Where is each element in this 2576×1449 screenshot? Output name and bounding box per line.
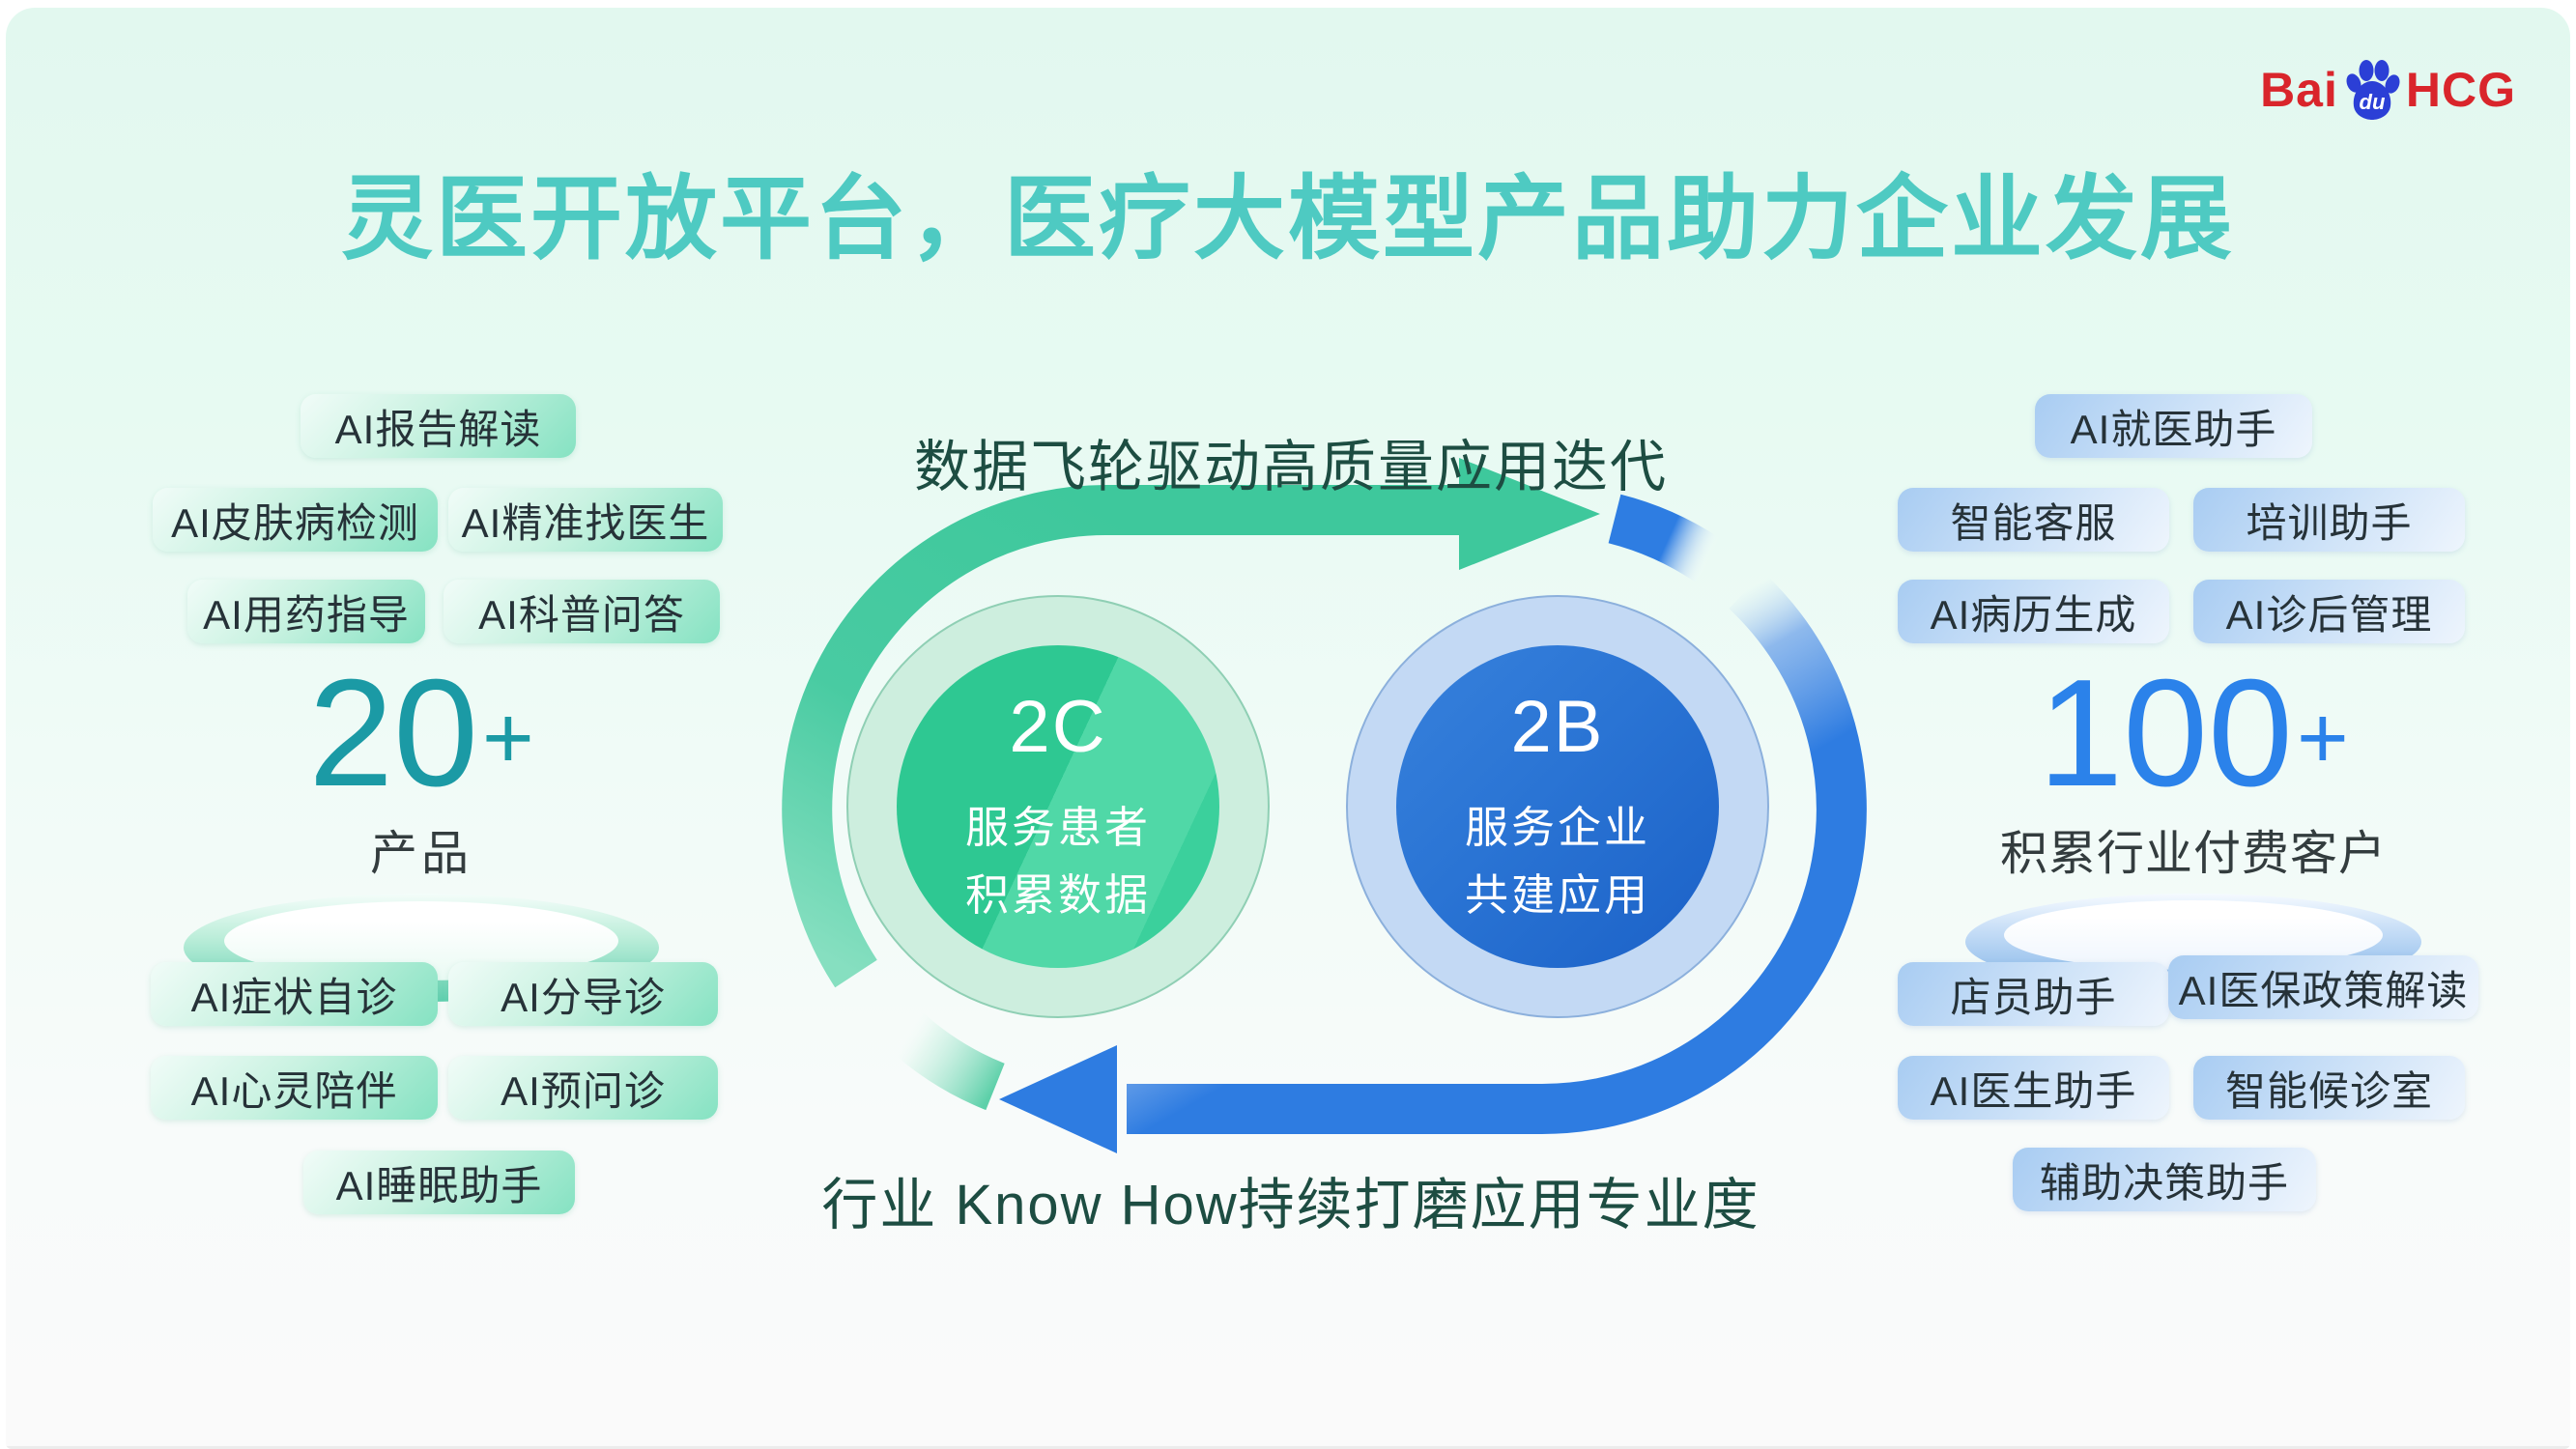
bottom-edge-divider <box>6 1446 2570 1449</box>
baidu-hcg-logo: Bai du HCG <box>2260 58 2516 122</box>
circle-2b-line2: 共建应用 <box>1464 869 1650 920</box>
product-tag: 智能客服 <box>1898 488 2169 552</box>
right-stat-plus: + <box>2296 689 2349 787</box>
product-tag: AI预问诊 <box>448 1056 718 1120</box>
product-tag: AI皮肤病检测 <box>153 488 438 552</box>
left-stat-label: 产品 <box>369 828 472 880</box>
flywheel-ring <box>782 458 1867 1153</box>
logo-hcg-text: HCG <box>2405 63 2516 117</box>
logo-bai-text: Bai <box>2260 63 2338 117</box>
right-stat-value: 100 <box>2038 648 2293 818</box>
circle-2b: 2B 服务企业 共建应用 <box>1346 595 1769 1018</box>
product-tag: AI医生助手 <box>1898 1056 2169 1120</box>
product-tag: AI医保政策解读 <box>2168 955 2478 1019</box>
product-tag: 辅助决策助手 <box>2013 1148 2316 1211</box>
left-stat-value: 20 <box>308 648 478 818</box>
right-stat: 100+ 积累行业付费客户 <box>1942 657 2445 990</box>
product-tag: 智能候诊室 <box>2193 1056 2465 1120</box>
svg-text:du: du <box>2359 90 2385 114</box>
blue-arc <box>1127 571 1867 1134</box>
product-tag: AI症状自诊 <box>151 962 438 1026</box>
product-tag: AI精准找医生 <box>448 488 723 552</box>
green-arc <box>782 484 1463 988</box>
product-tag: AI心灵陪伴 <box>151 1056 438 1120</box>
product-tag: AI科普问答 <box>444 580 720 643</box>
right-stat-number: 100+ <box>1942 657 2445 810</box>
slide-title: 灵医开放平台，医疗大模型产品助力企业发展 <box>340 168 2235 270</box>
product-tag: 培训助手 <box>2193 488 2465 552</box>
left-stat-plus: + <box>482 689 534 787</box>
circle-2c-line2: 积累数据 <box>964 869 1151 920</box>
flywheel-bottom-label: 行业 Know How持续打磨应用专业度 <box>821 1174 1760 1236</box>
product-tag: AI诊后管理 <box>2193 580 2465 643</box>
circle-2c-inner: 2C 服务患者 积累数据 <box>897 645 1219 968</box>
baidu-paw-icon: du <box>2342 58 2402 122</box>
blue-bridge-arc <box>1608 494 1724 582</box>
product-tag: 店员助手 <box>1898 962 2169 1026</box>
circle-2c: 2C 服务患者 积累数据 <box>846 595 1270 1018</box>
right-stat-label: 积累行业付费客户 <box>1999 828 2387 880</box>
circle-2b-line1: 服务企业 <box>1464 802 1650 852</box>
product-tag: AI病历生成 <box>1898 580 2169 643</box>
flywheel-top-label: 数据飞轮驱动高质量应用迭代 <box>913 436 1668 498</box>
green-bridge-arc <box>886 1009 1006 1111</box>
product-tag: AI用药指导 <box>187 580 425 643</box>
circle-2b-title: 2B <box>1510 685 1605 768</box>
blue-arrowhead-icon <box>999 1045 1117 1153</box>
left-stat: 20+ 产品 <box>180 657 663 1002</box>
product-tag: AI报告解读 <box>301 394 576 458</box>
green-arrowhead-icon <box>1459 458 1600 570</box>
slide: Bai du HCG 灵医开放平台，医疗大模型产品助力企业发展 数据飞轮驱动高质… <box>6 8 2570 1449</box>
left-stat-number: 20+ <box>180 657 663 810</box>
product-tag: AI分导诊 <box>448 962 718 1026</box>
product-tag: AI睡眠助手 <box>303 1151 575 1214</box>
circle-2b-inner: 2B 服务企业 共建应用 <box>1396 645 1719 968</box>
circle-2c-line1: 服务患者 <box>964 802 1151 852</box>
product-tag: AI就医助手 <box>2035 394 2312 458</box>
circle-2c-title: 2C <box>1009 685 1107 768</box>
